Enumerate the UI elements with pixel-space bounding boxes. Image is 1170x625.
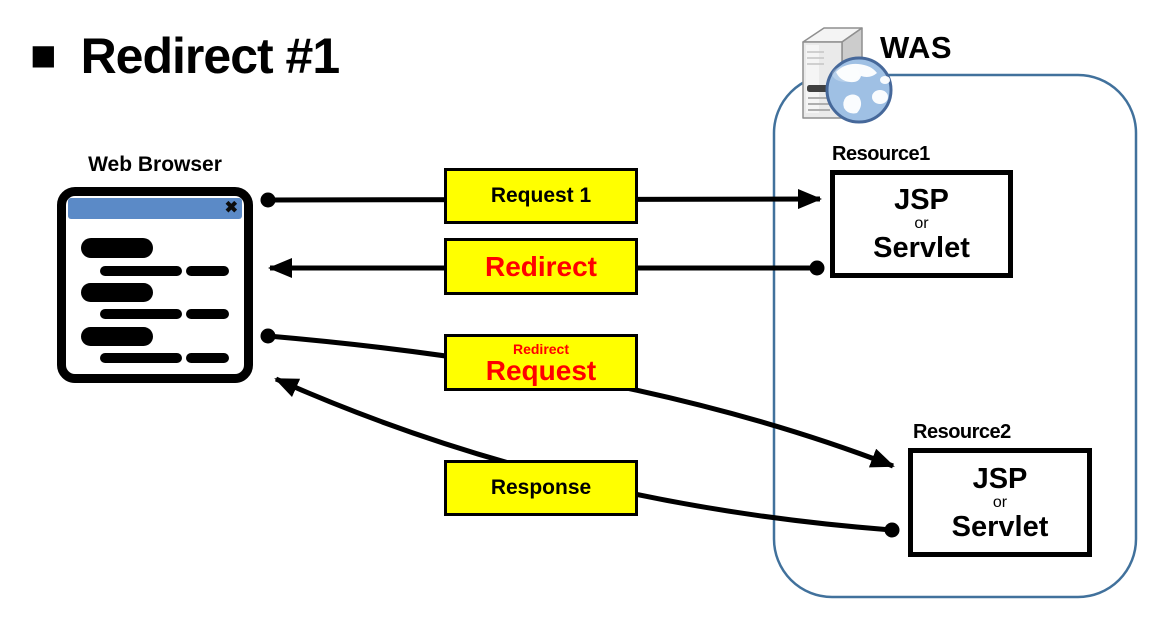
redirect-label: Redirect <box>484 250 598 282</box>
redirect-request-label-box: Redirect Request <box>444 334 638 391</box>
was-boundary <box>772 73 1138 599</box>
browser-content-line <box>100 353 182 363</box>
browser-content-line <box>186 353 229 363</box>
resource1-label: Resource1 <box>832 143 930 165</box>
title-text: Redirect #1 <box>80 28 341 84</box>
resource2-tech-servlet: Servlet <box>951 510 1049 543</box>
browser-content-line <box>81 283 153 302</box>
globe-icon <box>825 56 893 124</box>
resource2-label: Resource2 <box>913 421 1011 443</box>
browser-titlebar: ✖ <box>68 198 242 219</box>
response-label: Response <box>490 476 592 499</box>
request1-label-box: Request 1 <box>444 168 638 224</box>
title-bullet: ■ <box>30 31 57 80</box>
redirect-label-box: Redirect <box>444 238 638 295</box>
resource1-tech-servlet: Servlet <box>873 232 970 264</box>
browser-content-line <box>81 238 153 258</box>
close-icon: ✖ <box>224 199 238 217</box>
redirect-request-label: Request <box>485 354 597 386</box>
response-label-box: Response <box>444 460 638 516</box>
web-browser-icon: ✖ <box>57 187 253 383</box>
resource1-tech-jsp: JSP <box>894 184 949 216</box>
resource2-tech-or: or <box>992 493 1008 511</box>
resource2-tech-jsp: JSP <box>972 462 1028 495</box>
browser-content-line <box>186 309 229 319</box>
resource1-box: JSP or Servlet <box>830 170 1013 278</box>
request1-label: Request 1 <box>490 184 592 207</box>
was-label: WAS <box>880 30 953 65</box>
browser-content-line <box>186 266 229 276</box>
resource1-tech-or: or <box>914 215 929 232</box>
browser-content-line <box>81 327 153 346</box>
page-title: ■ Redirect #1 <box>30 28 341 84</box>
browser-content-line <box>100 266 182 276</box>
redirect-request-sublabel: Redirect <box>512 340 570 357</box>
resource2-box: JSP or Servlet <box>908 448 1092 557</box>
web-browser-label: Web Browser <box>88 153 222 176</box>
browser-content-line <box>100 309 182 319</box>
